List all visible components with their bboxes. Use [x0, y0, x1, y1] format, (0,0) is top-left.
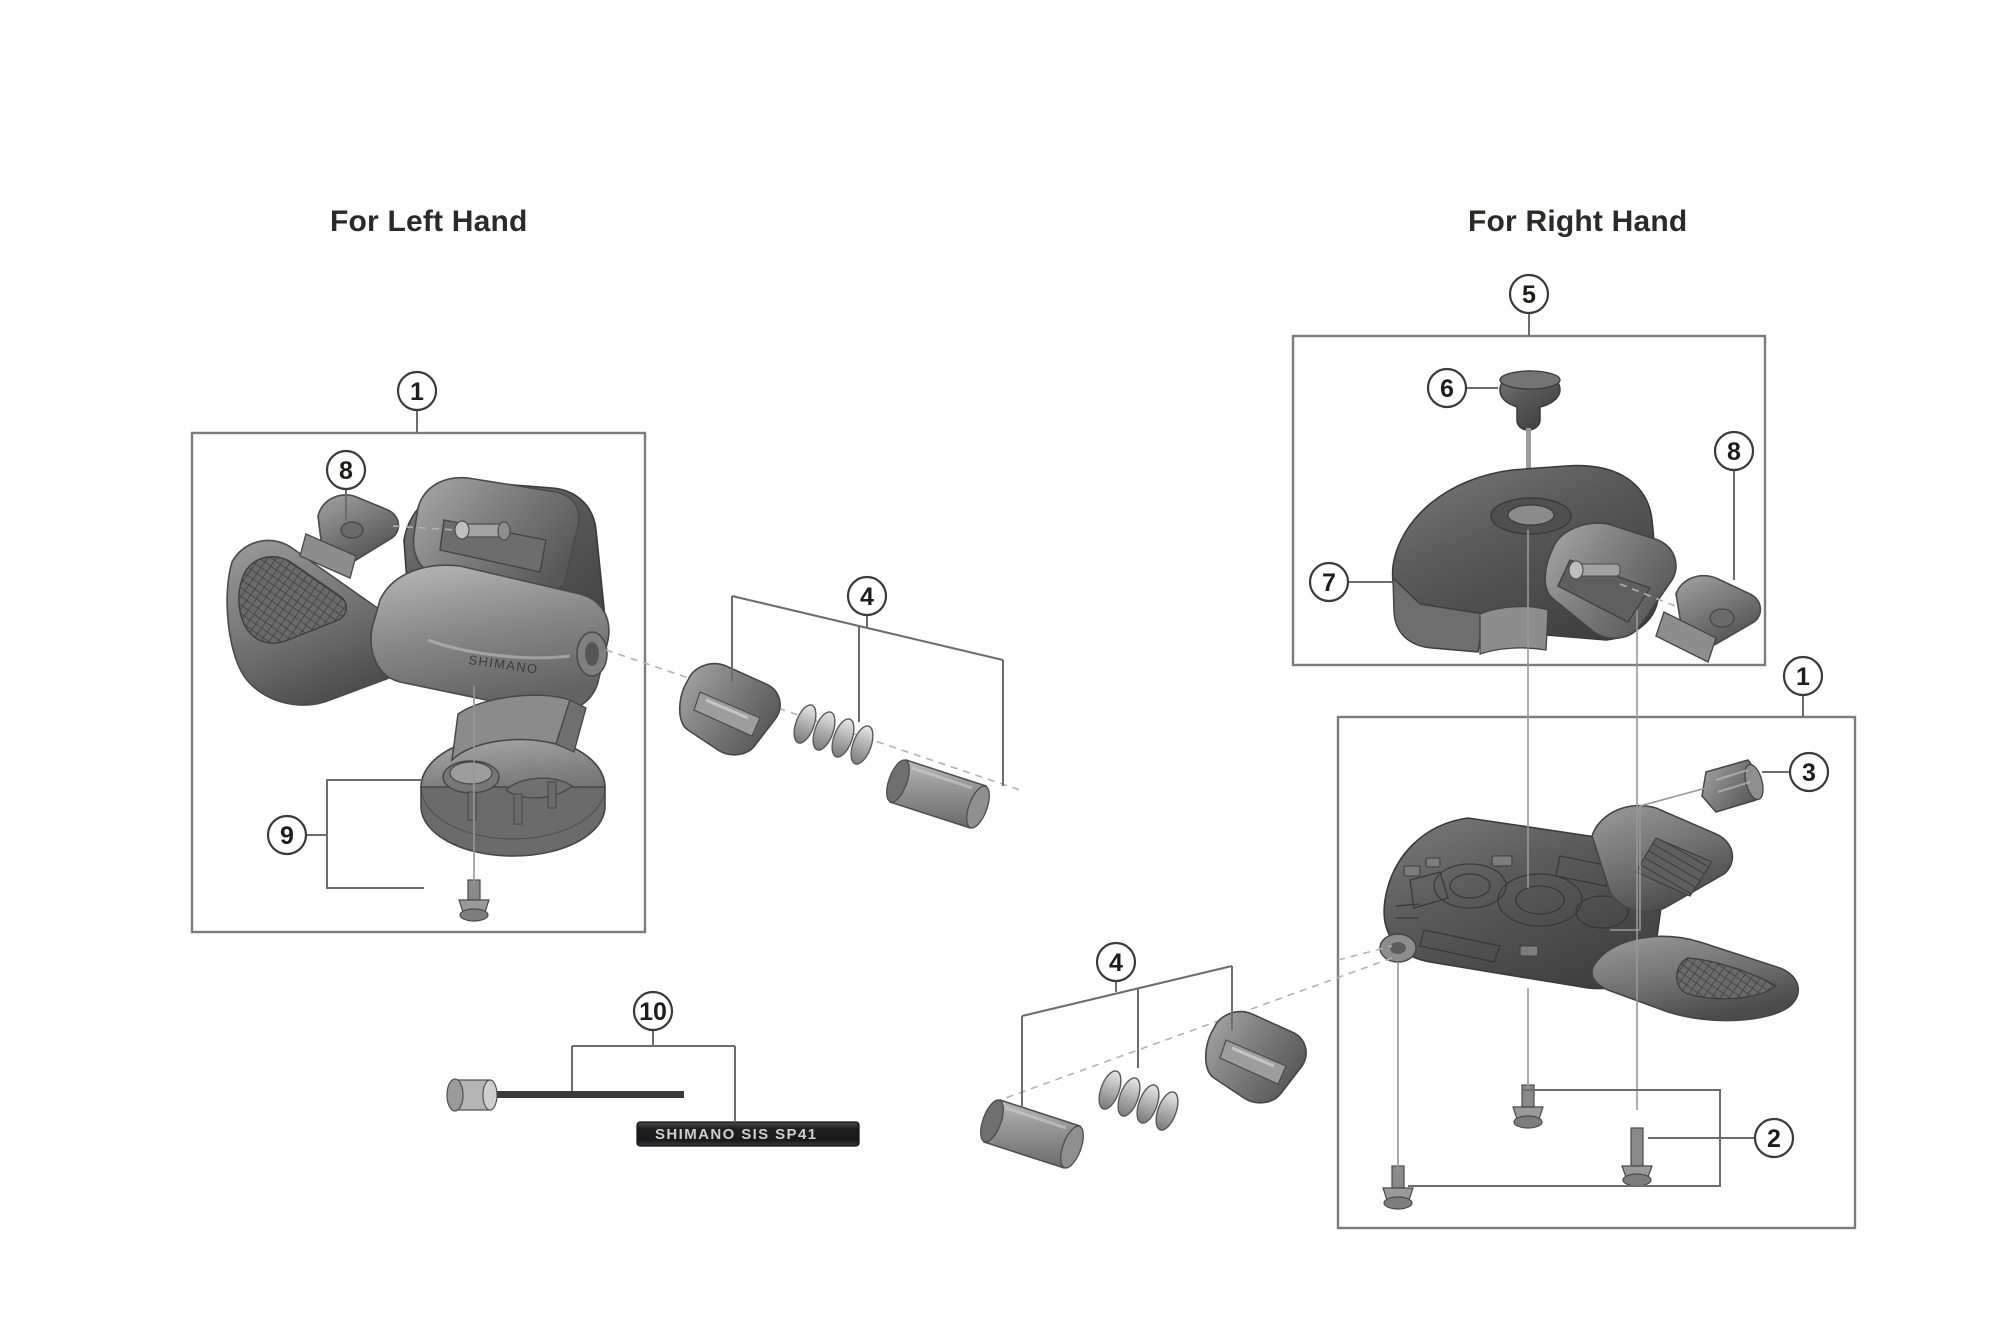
callout-3-text: 3: [1802, 759, 1816, 787]
right-cover-part: [1391, 464, 1677, 655]
left-group-box: [190, 431, 647, 934]
left-outer-ferrule: [886, 759, 990, 829]
cable-casing-print: SHIMANO SIS SP41: [655, 1126, 817, 1143]
callout-7-text: 7: [1322, 569, 1336, 597]
left-cable-fixing-plate-part: [299, 494, 400, 579]
right-barrel-adjuster: [1204, 1010, 1307, 1104]
callout-1-right: 1: [1782, 655, 1824, 717]
callout-8-right-text: 8: [1727, 438, 1741, 466]
right-plate-dash-leader: [1619, 583, 1681, 609]
callout-7: 7: [1308, 561, 1392, 603]
callout-6: 6: [1426, 367, 1498, 409]
callout-4-right-text: 4: [1109, 949, 1123, 977]
right-group-box: [1336, 715, 1857, 1230]
callout-8-right: 8: [1713, 430, 1755, 580]
callout-2-text: 2: [1767, 1125, 1781, 1153]
left-plate-dash-leader: [392, 525, 456, 531]
callout-1-left-text: 1: [410, 378, 424, 406]
callout-9-left: 9: [266, 779, 424, 889]
right-screws-group: 2: [1382, 962, 1795, 1210]
screw-c: [1382, 1165, 1414, 1210]
callout-6-text: 6: [1440, 375, 1454, 403]
right-return-spring: [1098, 1070, 1179, 1131]
callout-1-right-text: 1: [1796, 663, 1810, 691]
callout-5: 5: [1508, 273, 1550, 336]
right-cable-fixing-plate-part: [1655, 574, 1762, 663]
callout-1-left: 1: [396, 370, 438, 433]
callout-4-left-text: 4: [860, 583, 874, 611]
callout-8-left: 8: [325, 449, 367, 520]
screw-b: [1621, 1127, 1653, 1187]
left-cable-adjust-group: 4: [605, 575, 1021, 829]
callout-9-left-text: 9: [280, 822, 294, 850]
callout-3: 3: [1762, 751, 1830, 793]
heading-for-right-hand: For Right Hand: [1468, 205, 1688, 238]
right-cap-leader: [1610, 787, 1707, 931]
left-clamp-band-unit: [420, 694, 606, 857]
shift-cable-set: SHIMANO SIS SP41 10: [446, 990, 860, 1147]
right-cover-bolt: [1499, 370, 1561, 490]
screw-a: [1512, 1084, 1544, 1129]
left-shift-lever-assembly: SHIMANO: [226, 476, 610, 714]
right-cable-adjust-group: 4: [980, 941, 1393, 1169]
heading-for-left-hand: For Left Hand: [330, 205, 528, 238]
left-clamp-bolt: [458, 879, 490, 922]
right-cap-part: [1701, 759, 1764, 813]
right-shift-lever-assembly: [1337, 804, 1800, 1022]
right-outer-ferrule: [980, 1099, 1084, 1169]
callout-10-text: 10: [639, 998, 667, 1026]
left-return-spring: [793, 704, 874, 765]
callout-8-left-text: 8: [339, 457, 353, 485]
callout-5-text: 5: [1522, 281, 1536, 309]
left-barrel-adjuster: [678, 662, 781, 756]
